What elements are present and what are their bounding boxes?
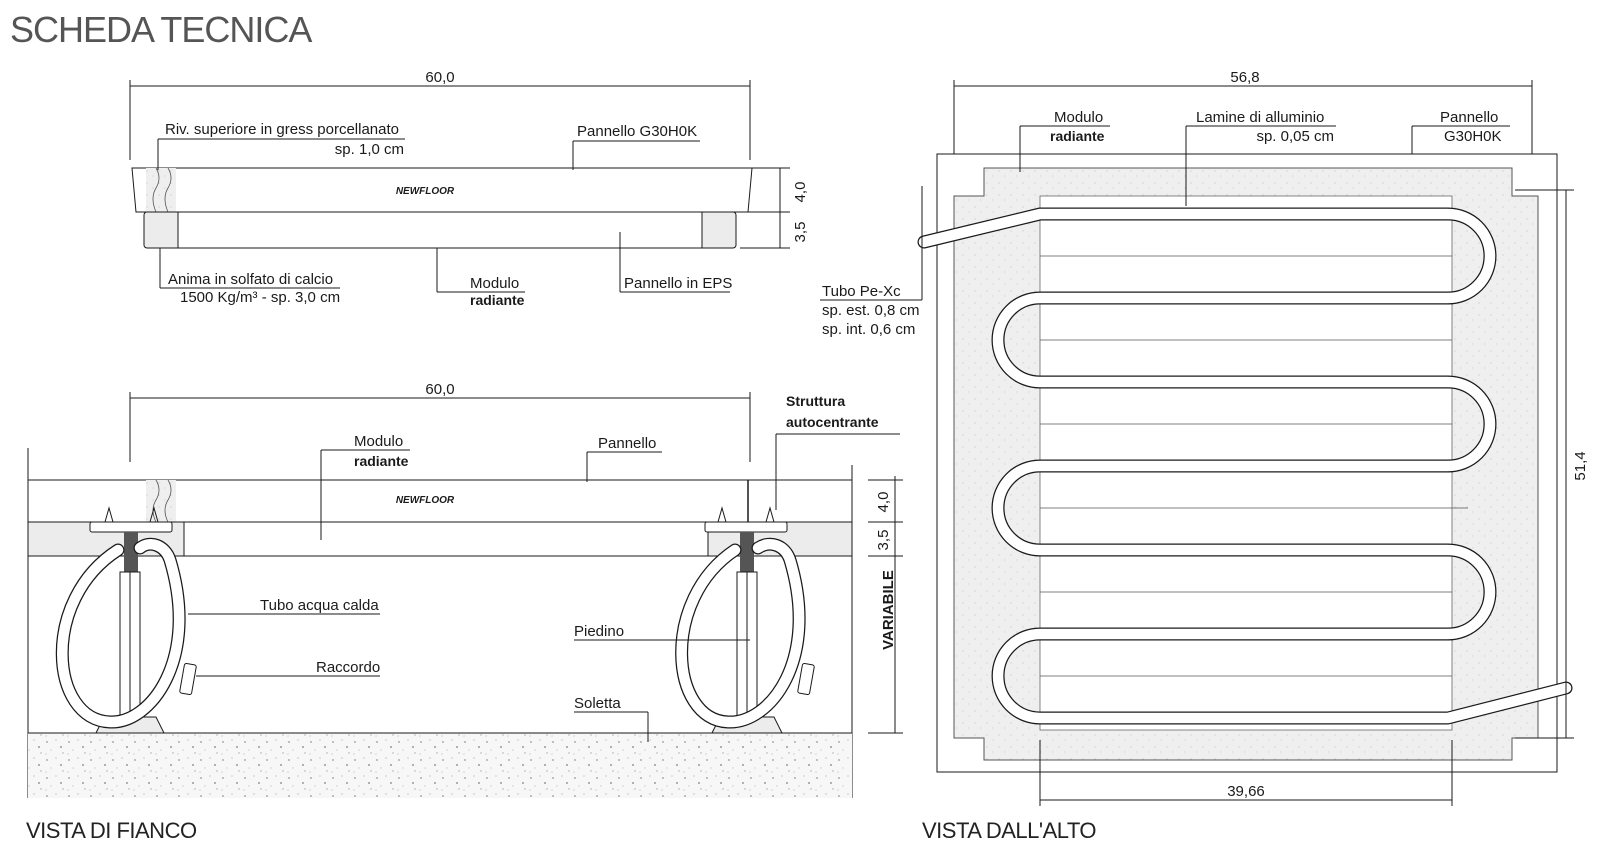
hot-water-pipe-inner [676, 539, 805, 728]
label-pipe-3: sp. int. 0,6 cm [822, 321, 915, 338]
dimension-bottom-label: 39,66 [1227, 783, 1265, 800]
label-eps: Pannello in EPS [624, 275, 732, 292]
label-structure-1: Struttura [786, 393, 845, 409]
dimension-width-label: 60,0 [425, 381, 454, 398]
pedestal-head [89, 521, 173, 533]
label-module-1: Modulo [1054, 109, 1103, 126]
section-view: 60,0 NEWFLOOR 4,0 3,5 Riv. superiore in … [129, 69, 809, 308]
label-panel-1: Pannello [1440, 109, 1498, 126]
side-view: 60,0 NEWFLOOR [26, 381, 903, 843]
label-fitting: Raccordo [316, 659, 380, 676]
pe-xc-pipe-inner [918, 208, 1572, 724]
label-module-1: Modulo [354, 433, 403, 450]
label-module-2: radiante [1050, 128, 1105, 144]
label-module-1: Modulo [470, 275, 519, 292]
pedestal-screw [740, 532, 754, 572]
view-name-side: VISTA DI FIANCO [26, 818, 197, 843]
label-core-2: 1500 Kg/m³ - sp. 3,0 cm [180, 289, 340, 306]
brand-logo: NEWFLOOR [396, 495, 455, 506]
aluminium-fins [1040, 255, 1468, 677]
porcelain-coating-detail [146, 480, 176, 522]
dimension-width-label: 60,0 [425, 69, 454, 86]
pedestal-screw [124, 532, 138, 572]
dimension-variable-label: VARIABILE [880, 570, 897, 650]
brand-logo: NEWFLOOR [396, 186, 455, 197]
porcelain-coating-detail [146, 168, 176, 212]
pedestal-left [55, 506, 197, 734]
top-view: 56,8 51,4 39,66 Modulo [820, 69, 1589, 843]
dimension-top-thickness-label: 4,0 [792, 182, 809, 203]
label-foot: Piedino [574, 623, 624, 640]
radiant-module [183, 521, 709, 557]
pipe-fitting [179, 663, 197, 695]
label-pipe-1: Tubo Pe-Xc [822, 283, 901, 300]
view-name-top: VISTA DALL'ALTO [922, 818, 1096, 843]
break-line [164, 167, 172, 213]
break-line [152, 167, 160, 213]
pedestal-head [704, 521, 788, 533]
label-panel: Pannello [598, 435, 656, 452]
pedestal-clip [717, 506, 775, 523]
label-aluminium-1: Lamine di alluminio [1196, 109, 1324, 126]
dimension-bottom-thickness-label: 3,5 [875, 530, 892, 551]
label-structure-2: autocentrante [786, 414, 879, 430]
dimension-top-thickness-label: 4,0 [875, 492, 892, 513]
break-line [164, 479, 172, 523]
label-coating-2: sp. 1,0 cm [335, 141, 404, 158]
concrete-slab [28, 733, 852, 798]
pedestal-clip [104, 506, 159, 523]
label-slab: Soletta [574, 695, 621, 712]
label-pipe-2: sp. est. 0,8 cm [822, 302, 920, 319]
label-panel: Pannello G30H0K [577, 123, 697, 140]
page-title: SCHEDA TECNICA [10, 9, 312, 50]
pedestal-right [675, 480, 815, 734]
label-panel-2: G30H0K [1444, 128, 1502, 145]
label-coating-1: Riv. superiore in gress porcellanato [165, 121, 399, 138]
label-aluminium-2: sp. 0,05 cm [1256, 128, 1334, 145]
break-line [152, 479, 160, 523]
dimension-width-label: 56,8 [1230, 69, 1259, 86]
label-hot-water-pipe: Tubo acqua calda [260, 597, 379, 614]
dimension-bottom-thickness-label: 3,5 [792, 222, 809, 243]
label-core-1: Anima in solfato di calcio [168, 271, 333, 288]
pipe-fitting [797, 663, 815, 695]
radiant-module [177, 211, 703, 249]
hot-water-pipe-inner [57, 539, 185, 728]
label-module-2: radiante [470, 292, 525, 308]
dimension-height-label: 51,4 [1572, 451, 1589, 480]
label-module-2: radiante [354, 453, 409, 469]
